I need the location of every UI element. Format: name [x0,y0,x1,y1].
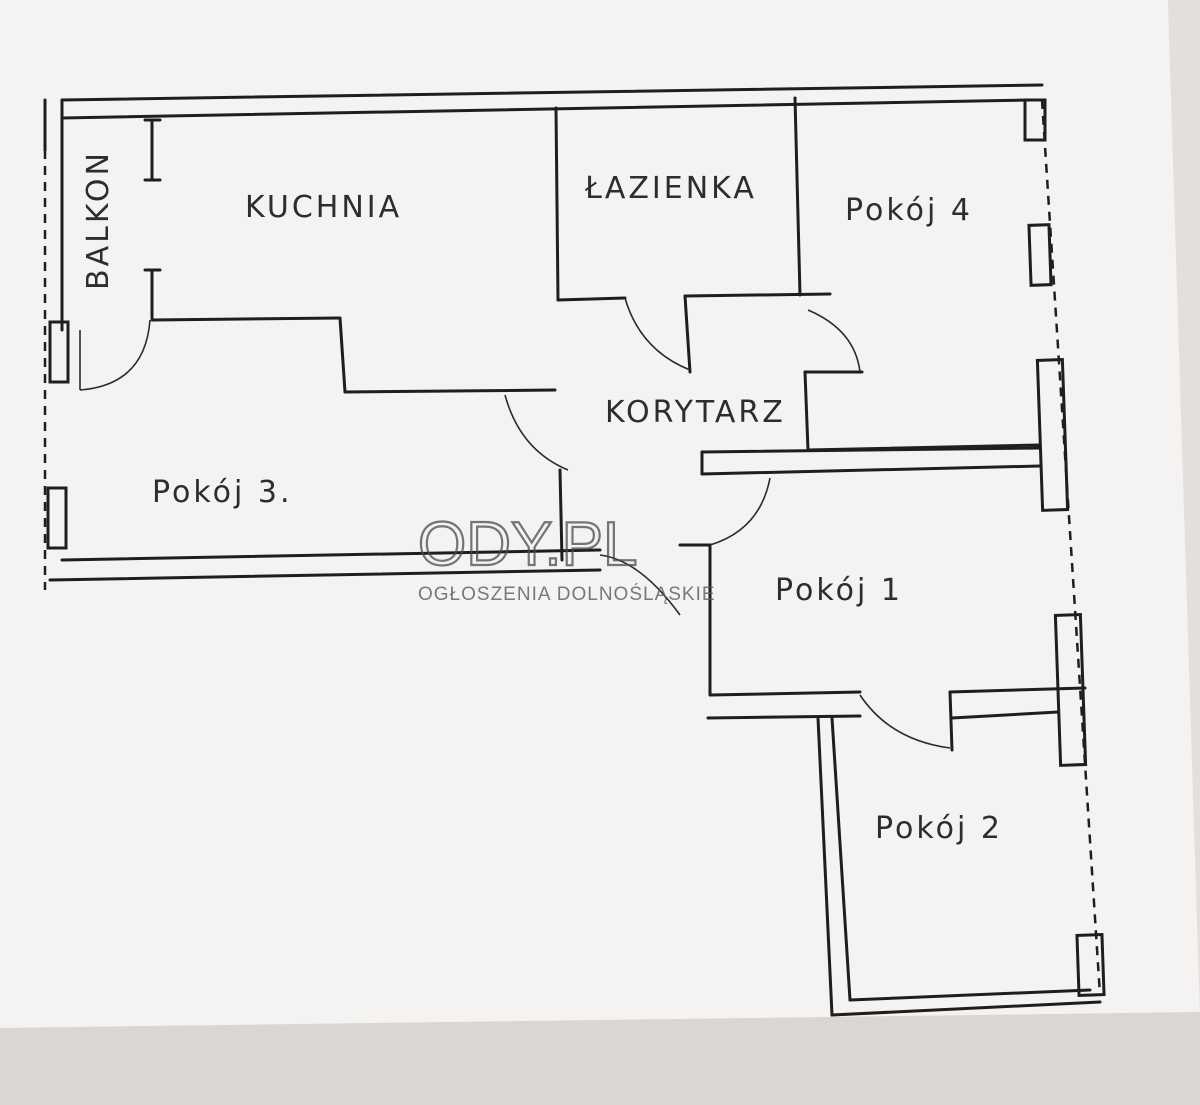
room4-label: Pokój 4 [845,193,973,228]
outer-walls [43,83,1102,1017]
kitchen-label: KUCHNIA [245,190,402,225]
interior-walls [143,96,1087,752]
room2-label: Pokój 2 [875,811,1003,846]
watermark-brand: ODY.PL [418,510,637,579]
door-swings [79,297,951,749]
room1-label: Pokój 1 [775,573,903,608]
paper-sheet [0,0,1200,1028]
paper-shadow [1168,0,1200,1012]
bathroom-label: ŁAZIENKA [584,171,757,206]
windows [46,98,1106,997]
watermark-tagline: OGŁOSZENIA DOLNOŚLĄSKIE [418,583,716,605]
balcony-label: BALKON [81,150,116,290]
corridor-label: KORYTARZ [605,395,786,430]
room3-label: Pokój 3. [152,475,293,510]
